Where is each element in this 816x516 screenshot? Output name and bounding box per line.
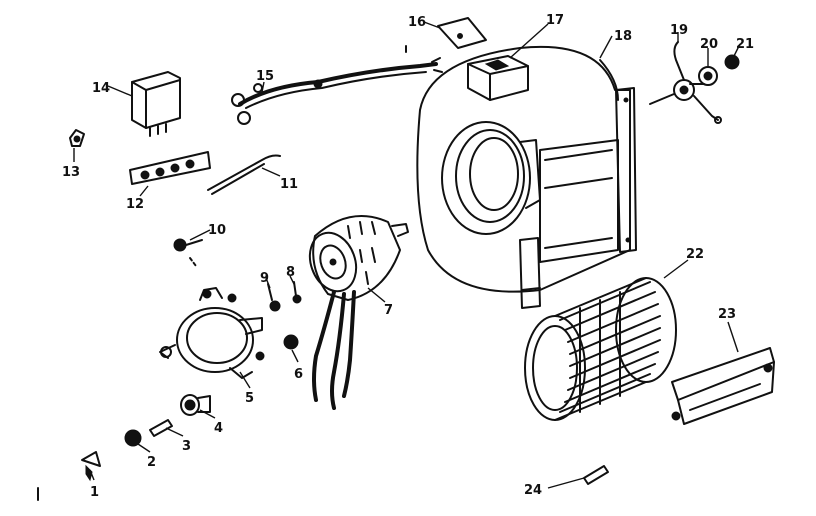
callout-18: 18 [614,29,632,44]
part-22-blower-wheel [524,277,677,421]
callout-6: 6 [294,367,303,382]
callout-23: 23 [718,307,736,322]
callout-19: 19 [670,23,688,38]
callout-15: 15 [256,69,274,84]
callout-5: 5 [245,391,254,406]
part-23-cutoff-plate [671,347,775,425]
callout-9: 9 [260,271,269,286]
callout-7: 7 [384,303,393,318]
part-2-nut [124,429,142,447]
callout-8: 8 [286,265,295,280]
callout-16: 16 [408,15,426,30]
callout-24: 24 [524,483,542,498]
callout-4: 4 [214,421,223,436]
part-1-screw [81,451,101,482]
callout-1: 1 [90,485,99,500]
part-7-blower-motor [308,215,409,410]
callout-20: 20 [700,37,718,52]
part-3-pin [149,419,173,437]
callout-11: 11 [280,177,298,192]
part-8-screw [292,281,302,304]
part-13-clip [69,129,85,147]
part-19-hub-assembly [649,41,722,124]
part-16-cover-plate [437,17,487,49]
part-5-motor-mount [159,287,265,379]
part-10-bolt [173,238,203,267]
part-21-cap [724,54,740,70]
callout-14: 14 [92,81,110,96]
part-18-blower-housing [416,45,637,309]
callout-22: 22 [686,247,704,262]
callout-21: 21 [736,37,754,52]
callout-labels: 1 2 3 4 5 6 7 8 9 10 11 12 13 14 15 16 1… [62,13,754,500]
part-24-set-screw [583,465,609,485]
part-6-grommet [283,334,299,350]
part-14-relay [131,71,181,137]
part-9-screw [267,283,281,312]
part-20-bearing [698,66,718,86]
part-4-bushing [180,394,211,416]
callout-12: 12 [126,197,144,212]
part-11-wire-rod [207,154,281,195]
callout-17: 17 [546,13,564,28]
callout-3: 3 [182,439,191,454]
part-12-terminal-strip [129,151,211,185]
callout-13: 13 [62,165,80,180]
part-15-wire-harness [231,57,443,125]
callout-10: 10 [208,223,226,238]
callout-2: 2 [147,455,156,470]
leader-lines [73,21,741,489]
part-17-box [467,55,529,101]
